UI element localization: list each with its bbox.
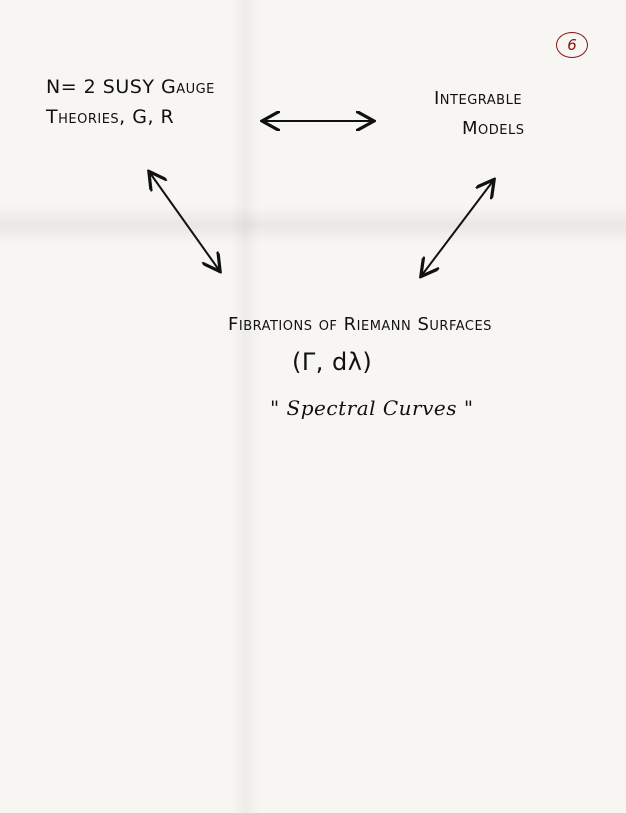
fibrations-line2: (Γ, dλ) [292,348,373,376]
fibrations-line1: Fibrations of Riemann Surfaces [228,314,492,335]
gauge-theories-line1: N= 2 SUSY Gauge [46,76,215,98]
integrable-models-line2: Models [462,118,525,139]
fibrations-line3: " Spectral Curves " [270,396,474,420]
arrow-gauge-fibrations [150,173,219,270]
integrable-models-line1: Integrable [434,88,523,109]
arrow-integrable-fibrations [422,181,493,275]
page-number: 6 [556,32,588,58]
gauge-theories-line2: Theories, G, R [46,106,175,128]
scan-shading-vertical [230,0,260,813]
scan-shading [0,205,626,245]
